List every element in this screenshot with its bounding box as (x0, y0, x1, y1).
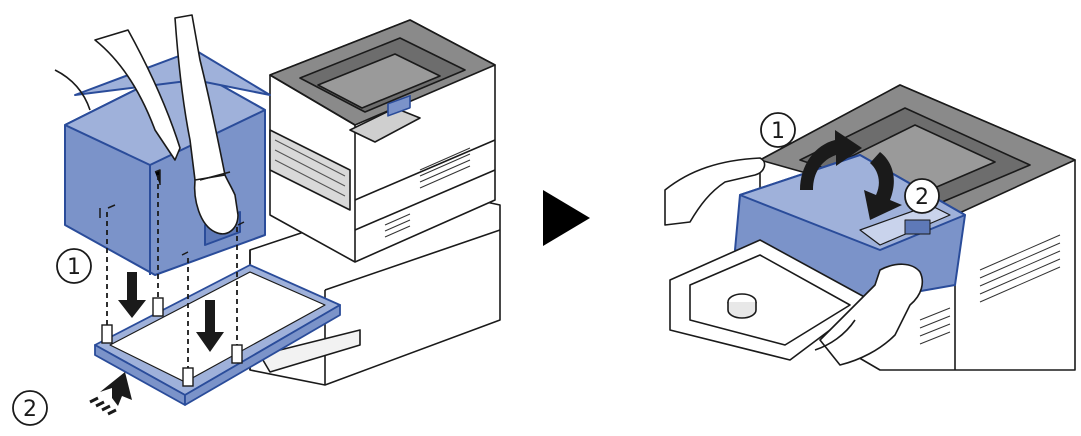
step-2-callout: 2 (13, 391, 47, 425)
right-panel: 1 2 (665, 85, 1075, 370)
step-2-callout-right-label: 2 (915, 185, 929, 210)
step-1-callout-label: 1 (67, 255, 81, 280)
step-1-callout-right-label: 1 (771, 119, 785, 144)
black-right-triangle-icon (543, 190, 590, 246)
step-1-callout: 1 (57, 249, 91, 283)
step-2-callout-right: 2 (905, 179, 939, 213)
step-1-callout-right: 1 (761, 113, 795, 147)
push-direction-arrow-icon (90, 372, 132, 414)
optional-feeder-unit (65, 50, 270, 275)
step-2-callout-label: 2 (23, 397, 37, 422)
left-panel: 1 2 (13, 15, 500, 425)
